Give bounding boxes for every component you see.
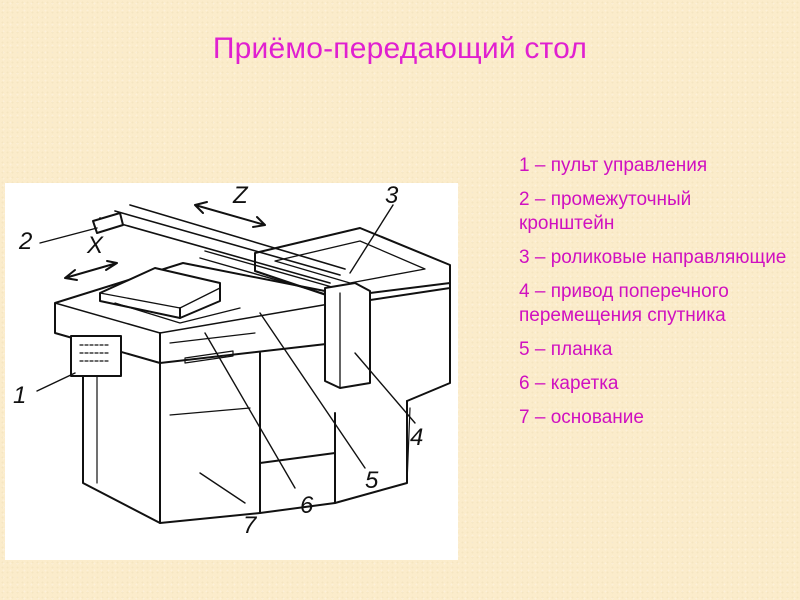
legend-list: 1 – пульт управления 2 – промежуточный к… — [519, 154, 789, 440]
leader-lines — [36, 204, 416, 504]
control-panel — [70, 335, 122, 377]
carriage — [99, 267, 221, 319]
callout-6: 6 — [300, 492, 314, 519]
right-unit — [334, 400, 408, 504]
bracket — [92, 212, 124, 234]
axis-x-label: X — [86, 232, 104, 259]
table-drawing: 1 2 3 4 5 6 7 X Z — [13, 183, 451, 539]
legend-item-5: 5 – планка — [519, 339, 613, 360]
callout-3: 3 — [385, 183, 399, 209]
legend-item-3: 3 – роликовые направляющие — [519, 247, 787, 268]
base-front — [159, 352, 261, 524]
axis-z-label: Z — [232, 183, 249, 209]
legend-item-6: 6 – каретка — [519, 373, 619, 394]
arrow-x — [64, 260, 118, 281]
callout-2: 2 — [18, 228, 32, 255]
drive-housing — [324, 282, 371, 389]
callout-7: 7 — [243, 512, 258, 539]
callout-1: 1 — [13, 382, 26, 409]
table-diagram: 1 2 3 4 5 6 7 X Z — [5, 183, 458, 560]
legend-item-2: 2 – промежуточный кронштейн — [519, 189, 692, 234]
legend-item-7: 7 – основание — [519, 407, 644, 428]
legend-item-4: 4 – привод поперечного перемещения спутн… — [519, 281, 729, 326]
base-left — [82, 350, 161, 524]
legend-item-1: 1 – пульт управления — [519, 155, 708, 176]
roller-guides — [99, 204, 346, 284]
callout-4: 4 — [410, 424, 423, 451]
arrow-z — [194, 201, 266, 228]
slide-title: Приёмо-передающий стол — [212, 32, 588, 65]
callout-5: 5 — [365, 467, 379, 494]
